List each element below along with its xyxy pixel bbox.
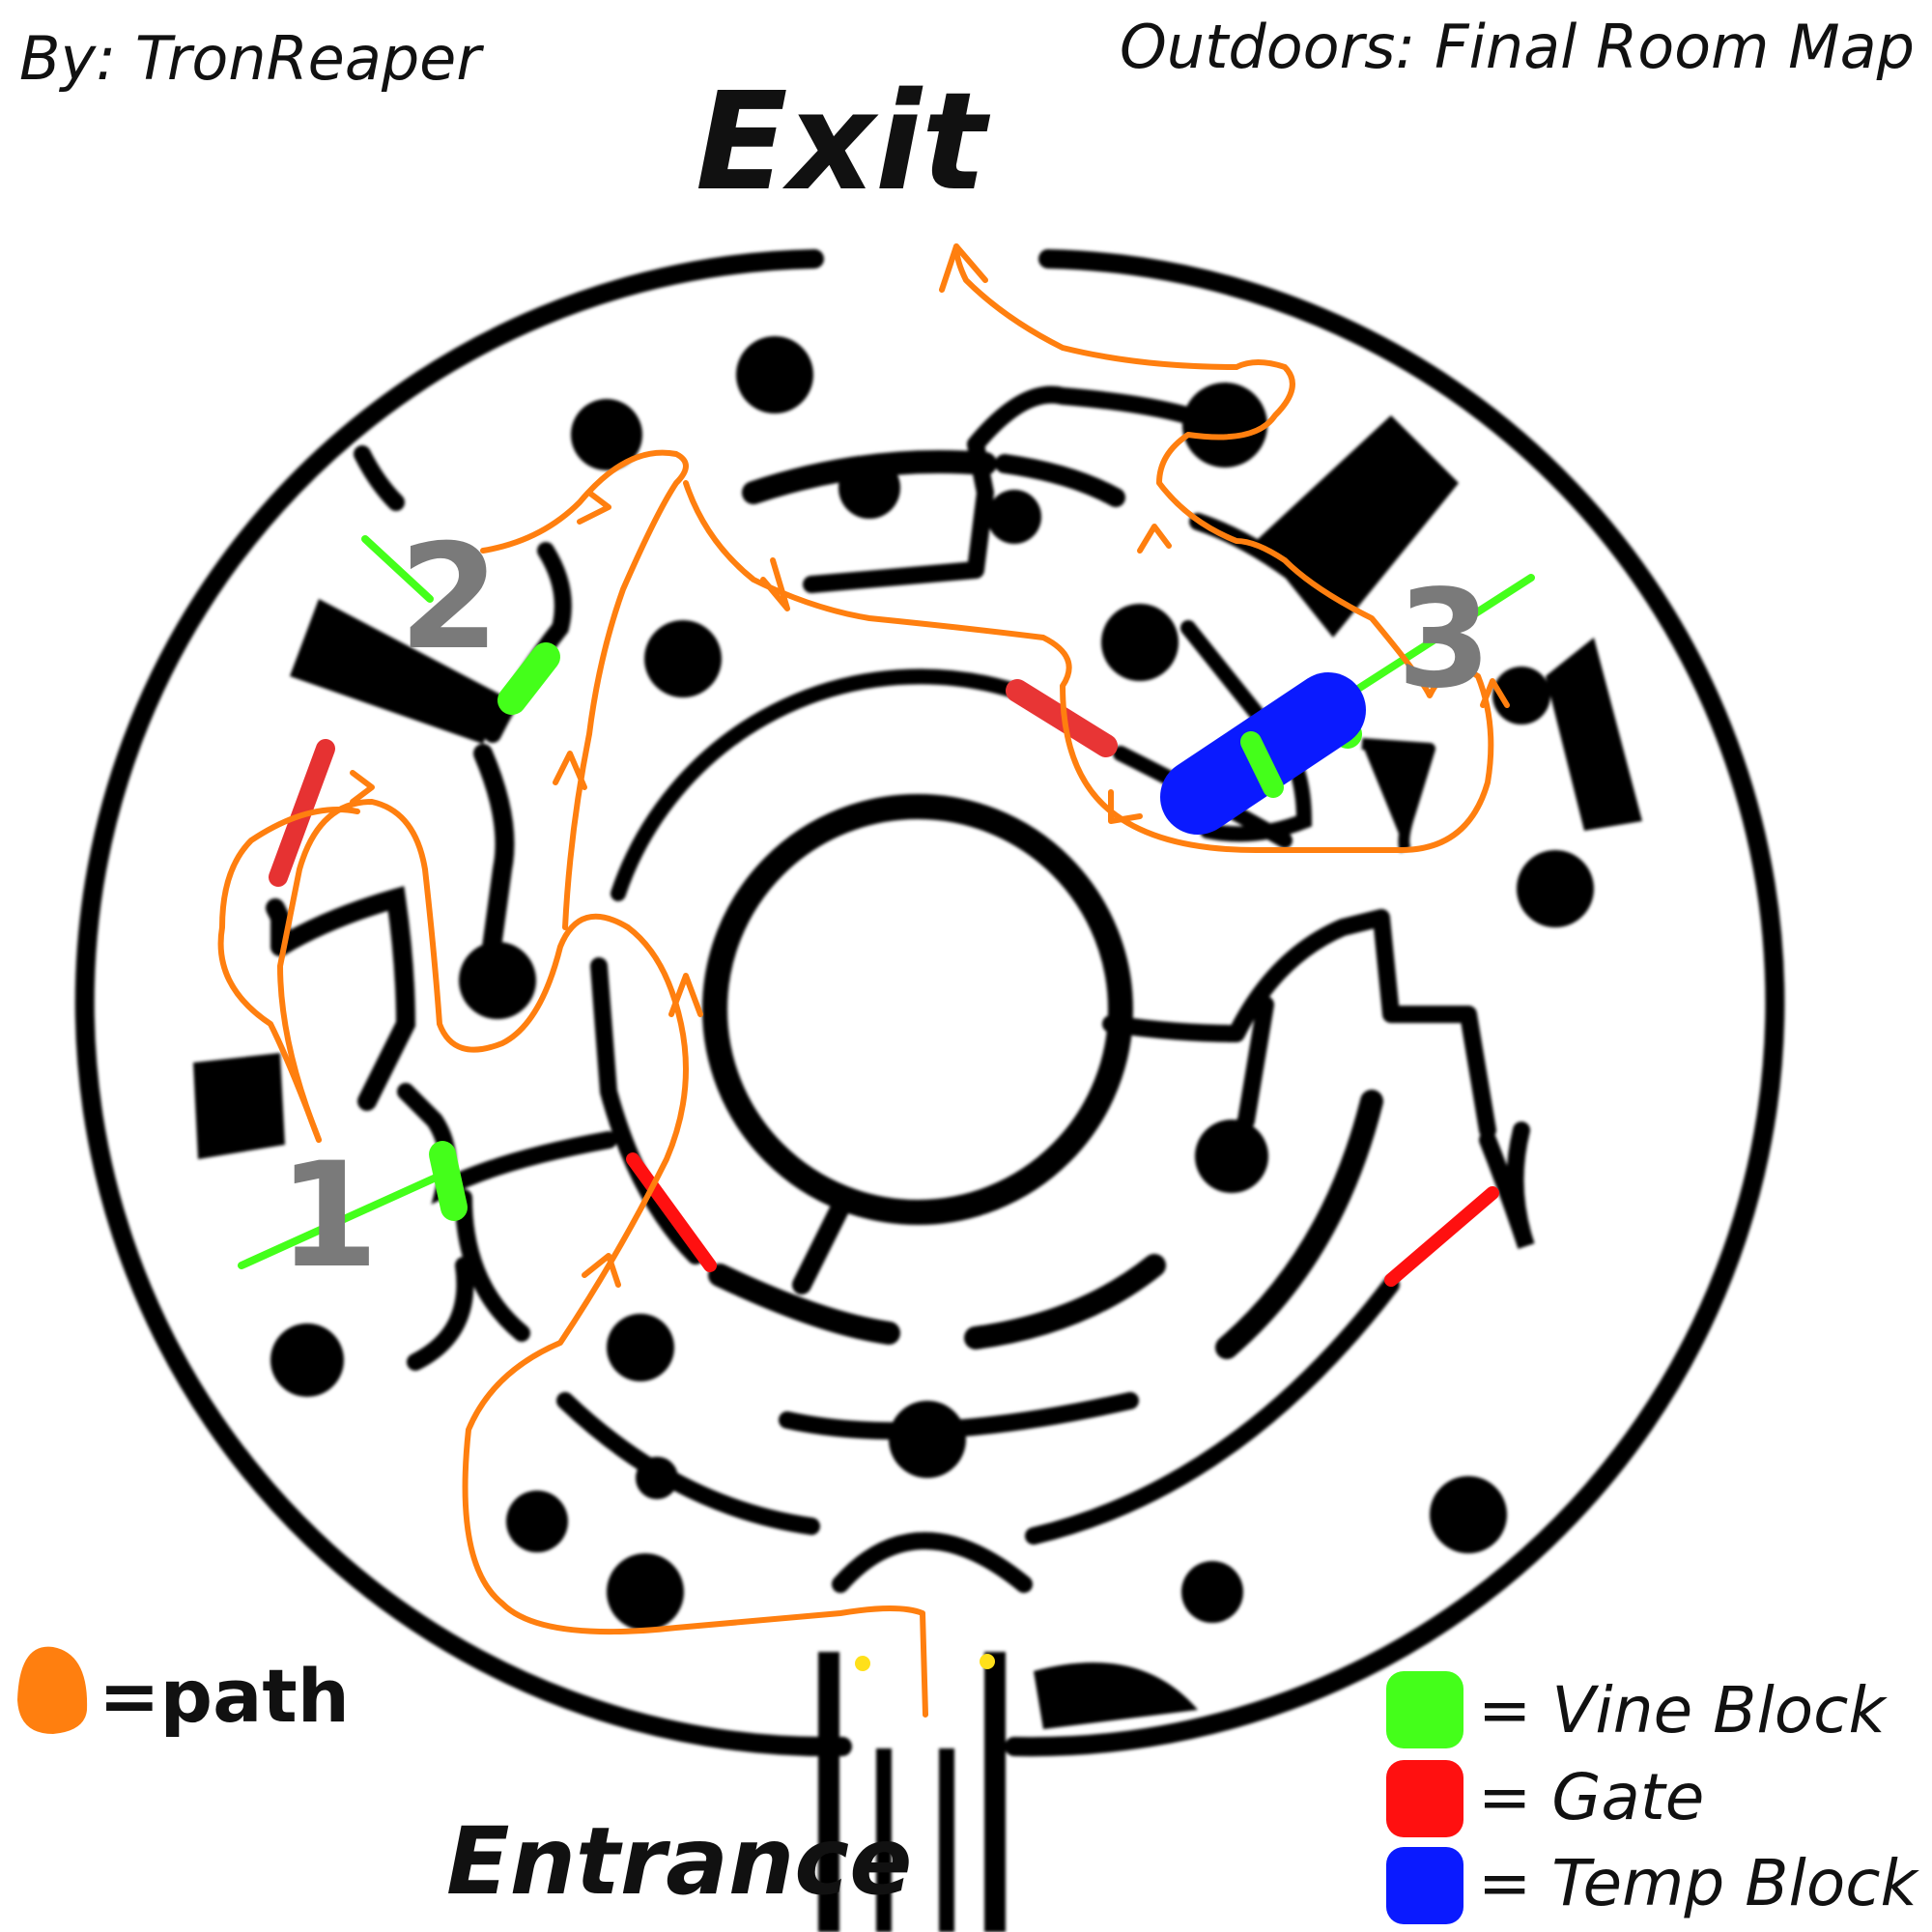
arrow-1 [582, 1253, 621, 1288]
route-exit [953, 243, 1239, 370]
pillar [1517, 850, 1594, 927]
gate-lower-right [1384, 1186, 1499, 1287]
entrance-light-left [855, 1656, 870, 1671]
legend-swatch-gate [1386, 1760, 1463, 1837]
arrow-4 [350, 770, 375, 805]
center-ring [702, 794, 1133, 1225]
pillar [1195, 1120, 1268, 1193]
vine-block-1 [429, 1141, 468, 1221]
wall-block-left-upper [290, 599, 502, 744]
pillar [644, 620, 722, 697]
pillar [1430, 1476, 1507, 1553]
pillar [636, 1457, 678, 1499]
arrow-6 [760, 557, 790, 611]
lower-arc-3 [1215, 1090, 1383, 1359]
vine-line-2 [361, 535, 434, 603]
marker-3: 3 [1397, 561, 1491, 719]
pillar [1182, 383, 1267, 468]
map-title: Outdoors: Final Room Map [1120, 12, 1915, 82]
arrow-3 [553, 751, 587, 790]
left-wall-g [354, 445, 405, 511]
right-wall-c [1361, 738, 1435, 853]
legend-swatch-vine [1386, 1671, 1463, 1748]
pillar [607, 1553, 684, 1631]
pillar [838, 457, 900, 519]
temp-block [1160, 672, 1366, 835]
right-wall-a [1479, 1122, 1535, 1249]
pillar [607, 1314, 674, 1381]
route-left-loop [217, 807, 360, 1143]
marker-2: 2 [399, 514, 499, 682]
route-top [683, 359, 1494, 854]
pillar [506, 1491, 568, 1552]
pillar [459, 942, 536, 1019]
path-legend-label: =path [99, 1653, 350, 1739]
arrow-9 [1480, 678, 1510, 708]
route-main [277, 799, 928, 1718]
wall-block-right-mid [1546, 638, 1642, 831]
pillar [889, 1401, 966, 1478]
pillar [1101, 604, 1179, 681]
pillar [1181, 1561, 1243, 1623]
pillar [987, 490, 1041, 544]
legend-label-temp: = Temp Block [1478, 1846, 1919, 1920]
pillar [736, 336, 813, 413]
legend-label-vine: = Vine Block [1478, 1673, 1888, 1747]
entrance-label: Entrance [446, 1807, 912, 1916]
upper-wall-2 [995, 454, 1125, 507]
arrow-5 [577, 490, 611, 525]
path-legend: =path [17, 1646, 350, 1739]
vine-line-1 [238, 1170, 448, 1269]
entrance-light-right [980, 1654, 995, 1669]
wall-block-bottom-right [1034, 1662, 1198, 1729]
arrow-8 [1137, 524, 1172, 554]
arrow-2 [668, 973, 703, 1017]
route-up [480, 449, 689, 930]
path-legend-swatch [17, 1646, 88, 1734]
legend-swatch-temp [1386, 1847, 1463, 1924]
pillars [270, 336, 1594, 1631]
pillar [270, 1323, 344, 1397]
spoke-bottom [792, 1198, 850, 1294]
left-wall-b [473, 744, 515, 985]
color-legend: = Vine Block = Gate = Temp Block [1386, 1671, 1919, 1924]
left-wall-a [266, 886, 416, 1111]
arrow-7 [1108, 789, 1143, 824]
entrance-arch [832, 1532, 1033, 1593]
legend-label-gate: = Gate [1478, 1760, 1704, 1834]
pillar [1492, 667, 1550, 724]
wall-block-left-lower [193, 1053, 285, 1159]
arrow-exit [939, 243, 988, 293]
vine-line-3 [1344, 574, 1535, 699]
route-path [217, 243, 1510, 1718]
vine-block-2 [497, 642, 560, 715]
lower-arc-6 [1025, 1276, 1400, 1545]
author-credit: By: TronReaper [19, 23, 484, 94]
pillar [571, 399, 642, 470]
spoke-right [1102, 909, 1496, 1139]
outer-wall-left [74, 249, 852, 1757]
marker-1: 1 [278, 1132, 379, 1300]
left-wall-f [407, 1189, 530, 1371]
lower-arc-1 [708, 1264, 900, 1345]
gate-center-left [626, 1152, 717, 1272]
outer-wall-right [1005, 249, 1785, 1757]
lower-arc-5 [556, 1392, 820, 1535]
lower-arc-2 [964, 1254, 1166, 1350]
exit-label: Exit [696, 64, 991, 221]
inner-arc-upper [611, 668, 1022, 901]
